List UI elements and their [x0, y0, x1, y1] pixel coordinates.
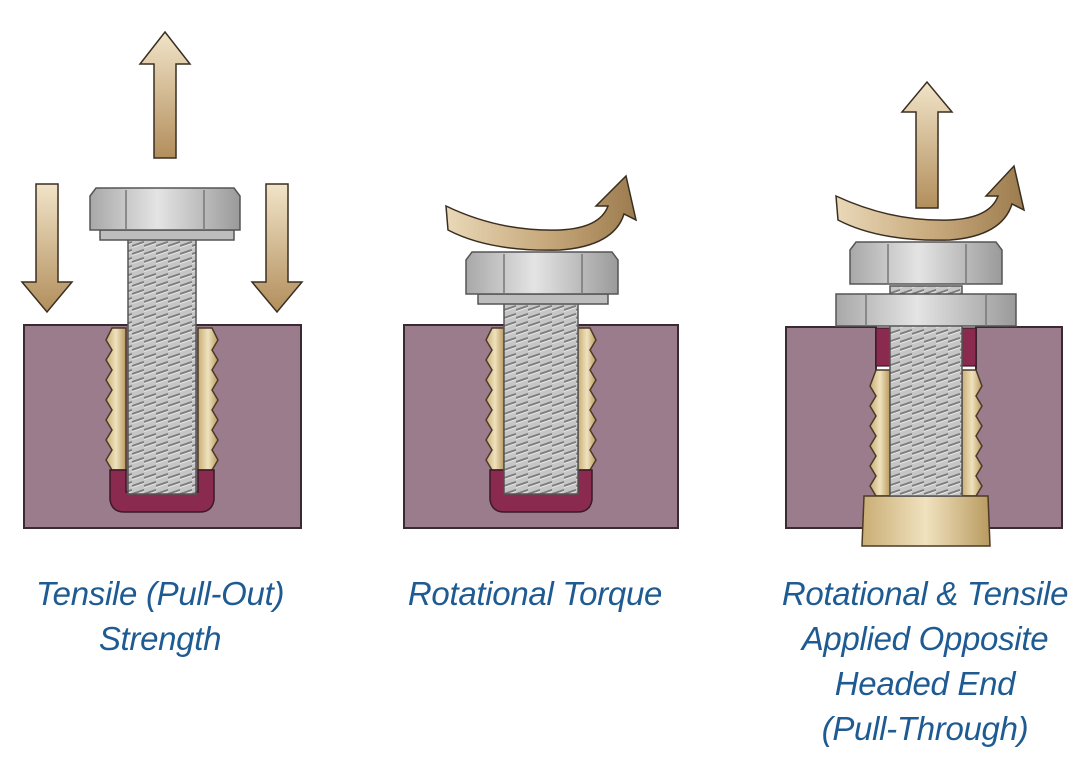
push-down-arrow-right	[250, 183, 304, 314]
bolt-shank	[503, 299, 579, 495]
rotation-arrow	[835, 164, 1026, 241]
caption-line: Applied Opposite	[801, 620, 1049, 657]
panel-pull-through	[785, 80, 1063, 547]
base-block	[785, 326, 877, 529]
rotation-arrow	[445, 174, 638, 251]
insert-flange	[861, 495, 991, 547]
panel-torque	[403, 174, 679, 529]
sealant-ring	[875, 327, 891, 367]
caption-line: Rotational & Tensile	[781, 575, 1069, 612]
bolt-head	[89, 187, 241, 231]
bolt-shank	[127, 235, 197, 495]
lock-nut	[835, 293, 1017, 327]
bolt-head	[465, 251, 619, 295]
caption-line: Strength	[98, 620, 222, 657]
caption-pull-through: Rotational & Tensile Applied Opposite He…	[770, 571, 1080, 751]
caption-torque: Rotational Torque	[395, 571, 675, 616]
bolt-washer	[477, 293, 609, 305]
sealant-ring	[961, 327, 977, 367]
caption-tensile: Tensile (Pull-Out) Strength	[20, 571, 300, 661]
caption-line: Headed End	[834, 665, 1016, 702]
push-down-arrow-left	[20, 183, 74, 314]
base-block	[975, 326, 1063, 529]
panel-tensile	[20, 30, 304, 529]
sealant-cup	[109, 469, 215, 513]
bolt-head	[849, 241, 1003, 285]
sealant-cup	[489, 469, 593, 513]
pull-up-arrow	[138, 30, 192, 159]
caption-line: Tensile (Pull-Out)	[35, 575, 285, 612]
pull-up-arrow	[900, 80, 954, 209]
caption-line: (Pull-Through)	[821, 710, 1029, 747]
bolt-washer	[99, 229, 235, 241]
caption-line: Rotational Torque	[407, 575, 663, 612]
